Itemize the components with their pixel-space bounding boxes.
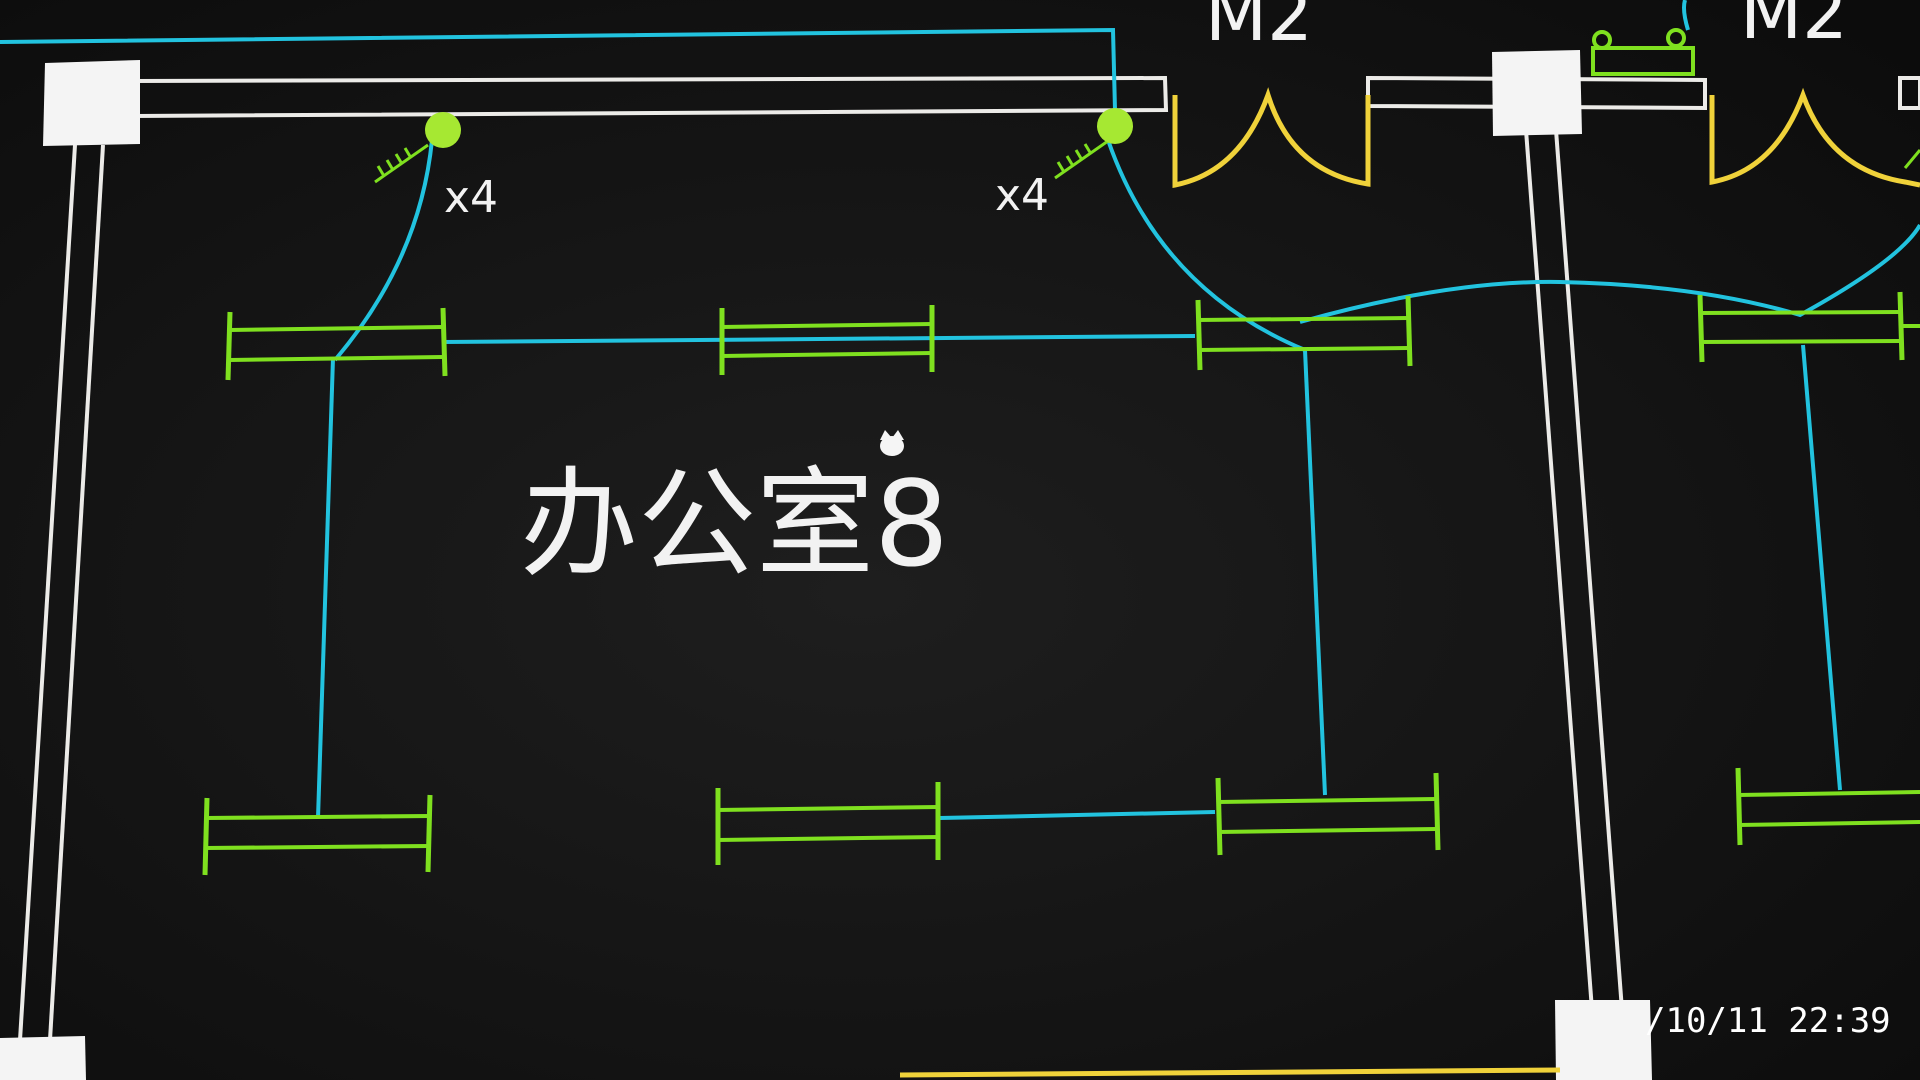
right-wall-inner [1554, 129, 1624, 1011]
outlet-symbol-icon [1591, 28, 1695, 76]
switch-right-icon [1097, 108, 1133, 144]
wire-switch-left [333, 139, 434, 362]
wire-row-bottom [939, 810, 1216, 820]
switch-hatch-right [1054, 139, 1109, 180]
wiring [0, 0, 1920, 820]
column-bottom-right [1555, 1000, 1652, 1080]
fixture-bottom-3 [1215, 772, 1441, 856]
wire-right-drop [1303, 349, 1327, 796]
switch-multiplier-right: x4 [995, 170, 1049, 221]
cursor-icon [880, 430, 904, 456]
timestamp-overlay: /10/11 22:39 [1645, 1001, 1891, 1041]
fixtures [202, 139, 1920, 876]
door-label-right: M2 [1740, 0, 1848, 55]
fixture-bottom-4 [1735, 767, 1920, 846]
door-swing-right [1709, 87, 1920, 188]
fixture-top-3 [1195, 295, 1413, 371]
wire-left-drop [316, 357, 335, 819]
wire-row-top [442, 334, 1196, 344]
column-top-right [1492, 50, 1582, 136]
column-bottom-left [0, 1036, 86, 1080]
fixture-bottom-2 [715, 782, 941, 865]
fixture-top-4 [1697, 291, 1920, 363]
column-blocks [0, 50, 1652, 1080]
right-wall-outer [1524, 129, 1594, 1011]
column-top-left [43, 60, 140, 146]
top-beam-edge [1898, 76, 1920, 110]
switch-hatch-left [374, 143, 429, 184]
switch-left-icon [425, 112, 461, 148]
wire-to-next-room [1299, 223, 1920, 324]
wire-top-run [0, 27, 1117, 111]
door-label-left: M2 [1205, 0, 1313, 57]
fixture-top-2 [719, 305, 935, 375]
fixture-top-1 [225, 307, 448, 381]
door-swing-left [1172, 87, 1371, 189]
wire-switch-right [1106, 139, 1306, 352]
fixture-bottom-1 [202, 794, 433, 876]
bottom-yellow-line [899, 1067, 1561, 1078]
left-wall-inner [48, 144, 105, 1041]
doors [899, 87, 1920, 1078]
switch-hatch-edge [1903, 149, 1920, 169]
wire-next-room-drop [1801, 344, 1842, 791]
left-wall-outer [18, 144, 77, 1041]
switch-multiplier-left: x4 [444, 172, 498, 223]
wire-next-room-top [1682, 0, 1690, 31]
room-label: 办公室8 [520, 455, 949, 593]
